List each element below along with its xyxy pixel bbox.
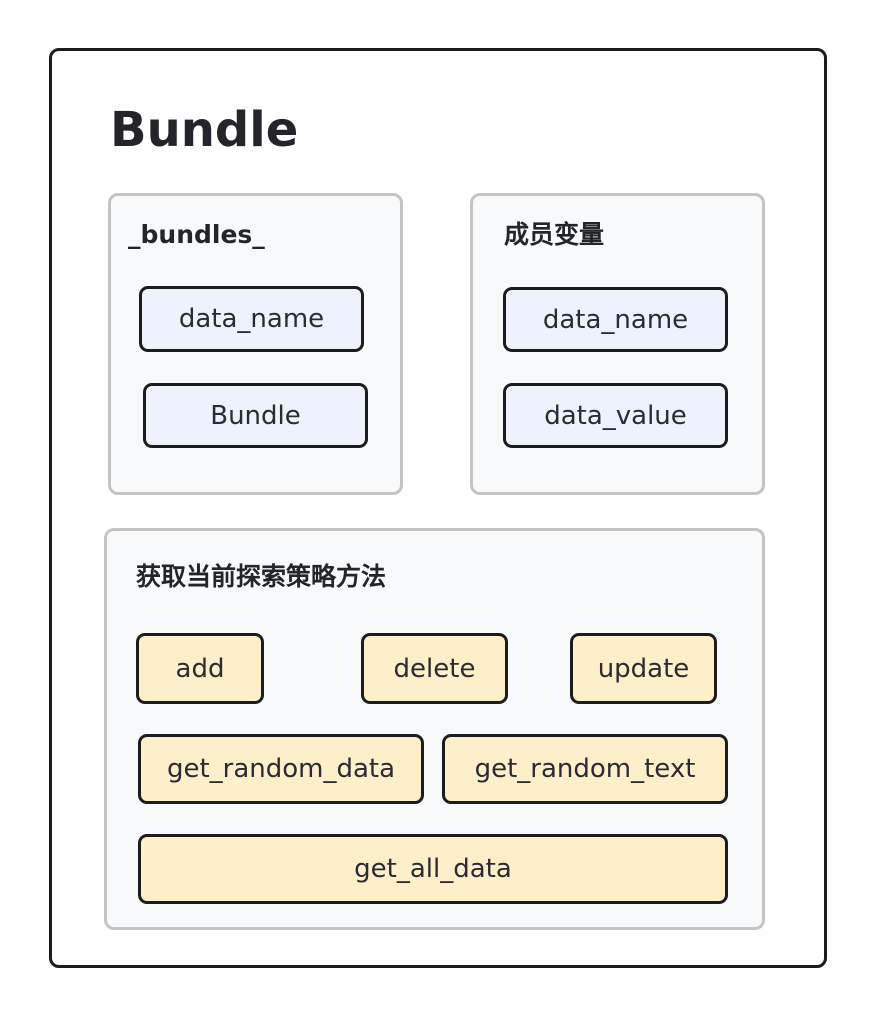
bundles-data-name-node: data_name (139, 286, 364, 352)
bundles-bundle-node: Bundle (143, 383, 368, 448)
member-data-name-node: data_name (503, 287, 728, 352)
method-get-random-text-node: get_random_text (442, 734, 728, 804)
member-variables-panel-label: 成员变量 (504, 220, 605, 249)
method-update-node: update (570, 633, 717, 704)
method-delete-node: delete (361, 633, 508, 704)
method-get-all-data-node: get_all_data (138, 834, 728, 904)
diagram-title: Bundle (110, 102, 299, 158)
methods-panel-label: 获取当前探索策略方法 (136, 562, 387, 591)
method-add-node: add (136, 633, 264, 704)
bundles-panel-label: _bundles_ (128, 220, 265, 249)
method-get-random-data-node: get_random_data (138, 734, 424, 804)
member-data-value-node: data_value (503, 383, 728, 448)
